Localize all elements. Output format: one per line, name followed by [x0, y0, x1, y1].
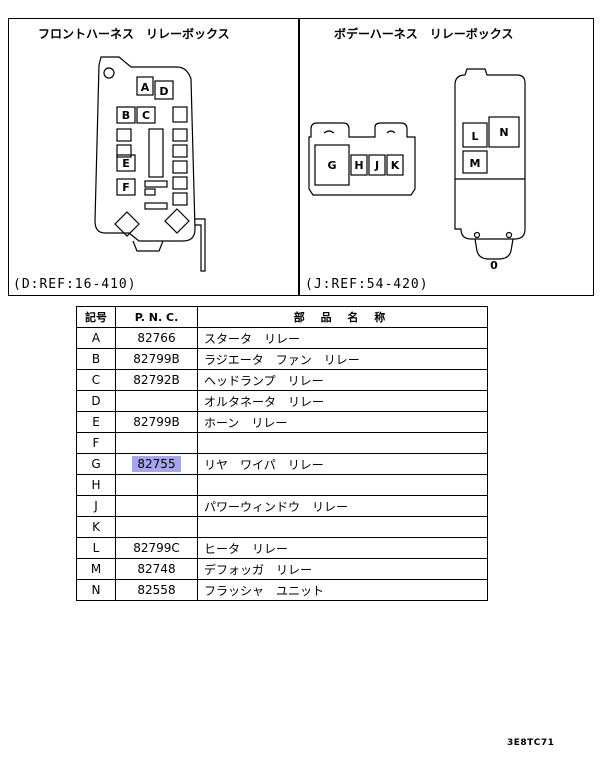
table-header-row: 記号 P. N. C. 部 品 名 称 — [76, 306, 488, 328]
table-row[interactable]: F — [76, 432, 488, 454]
row-symbol: B — [76, 348, 116, 370]
row-symbol: K — [76, 516, 116, 538]
row-pnc-cell: 82799B — [115, 411, 198, 433]
table-row[interactable]: C 82792B ヘッドランプ リレー — [76, 369, 488, 391]
relay-label-b: B — [122, 109, 130, 122]
relay-label-d: D — [159, 85, 168, 98]
row-pnc[interactable]: 82799C — [133, 541, 180, 555]
row-part-name — [197, 516, 488, 538]
row-part-name: オルタネータ リレー — [197, 390, 488, 412]
row-symbol: D — [76, 390, 116, 412]
row-symbol: N — [76, 579, 116, 601]
left-panel-title: フロントハーネス リレーボックス — [38, 27, 230, 41]
row-pnc-cell: 82755 — [115, 453, 198, 475]
relay-label-j: J — [374, 159, 379, 172]
row-part-name: パワーウィンドウ リレー — [197, 495, 488, 517]
row-pnc[interactable]: 82799B — [133, 415, 180, 429]
relay-label-f: F — [122, 181, 130, 194]
row-part-name: ホーン リレー — [197, 411, 488, 433]
relay-label-g: G — [327, 159, 336, 172]
row-symbol: E — [76, 411, 116, 433]
row-pnc-cell — [115, 495, 198, 517]
relay-label-l: L — [471, 130, 478, 143]
relay-label-c: C — [142, 109, 150, 122]
row-pnc-cell: 82748 — [115, 558, 198, 580]
row-symbol: A — [76, 327, 116, 349]
row-symbol: L — [76, 537, 116, 559]
relay-label-m: M — [470, 157, 481, 170]
table-row[interactable]: K — [76, 516, 488, 538]
relay-box-diagram-frame: フロントハーネス リレーボックス ボデーハーネス リレーボックス (D:REF:… — [8, 18, 594, 296]
row-pnc-cell — [115, 474, 198, 496]
right-panel-title: ボデーハーネス リレーボックス — [334, 27, 514, 41]
row-pnc[interactable]: 82755 — [132, 456, 181, 472]
table-row[interactable]: N 82558 フラッシャ ユニット — [76, 579, 488, 601]
row-pnc[interactable]: 82799B — [133, 352, 180, 366]
parts-table: 記号 P. N. C. 部 品 名 称 A 82766 スタータ リレー B 82799… — [76, 306, 488, 601]
relay-label-h: H — [354, 159, 363, 172]
row-pnc[interactable]: 82558 — [137, 583, 176, 597]
row-pnc[interactable]: 82766 — [137, 331, 176, 345]
row-pnc-cell — [115, 390, 198, 412]
row-pnc[interactable]: 82748 — [137, 562, 176, 576]
front-relay-box-outline — [94, 56, 196, 242]
row-pnc-cell — [115, 516, 198, 538]
header-pnc: P. N. C. — [115, 306, 198, 328]
table-row[interactable]: B 82799B ラジエータ ファン リレー — [76, 348, 488, 370]
row-part-name — [197, 432, 488, 454]
row-symbol: J — [76, 495, 116, 517]
table-row[interactable]: D オルタネータ リレー — [76, 390, 488, 412]
row-part-name: デフォッガ リレー — [197, 558, 488, 580]
row-part-name — [197, 474, 488, 496]
unit-mark: 0 — [490, 259, 498, 272]
row-pnc[interactable]: 82792B — [133, 373, 180, 387]
left-panel-ref: (D:REF:16-410) — [13, 277, 137, 292]
table-row[interactable]: H — [76, 474, 488, 496]
body-relay-box-outline — [308, 122, 416, 196]
row-symbol: C — [76, 369, 116, 391]
row-part-name: ヒータ リレー — [197, 537, 488, 559]
relay-label-k: K — [391, 159, 400, 172]
row-part-name: スタータ リレー — [197, 327, 488, 349]
row-pnc-cell: 82558 — [115, 579, 198, 601]
row-symbol: G — [76, 453, 116, 475]
panel-divider — [298, 19, 300, 295]
table-row[interactable]: A 82766 スタータ リレー — [76, 327, 488, 349]
relay-box-drawings: A D B C E F G H J K L N M 0 — [94, 56, 526, 272]
right-relay-unit-outline — [454, 68, 526, 240]
parts-table-body: A 82766 スタータ リレー B 82799B ラジエータ ファン リレー C 82792… — [76, 327, 488, 601]
row-part-name: フラッシャ ユニット — [197, 579, 488, 601]
row-part-name: ラジエータ ファン リレー — [197, 348, 488, 370]
header-part-name: 部 品 名 称 — [197, 306, 488, 328]
table-row[interactable]: E 82799B ホーン リレー — [76, 411, 488, 433]
row-symbol: M — [76, 558, 116, 580]
table-row[interactable]: M 82748 デフォッガ リレー — [76, 558, 488, 580]
table-row[interactable]: L 82799C ヒータ リレー — [76, 537, 488, 559]
row-pnc-cell — [115, 432, 198, 454]
table-row[interactable]: J パワーウィンドウ リレー — [76, 495, 488, 517]
diagram-code: 3E8TC71 — [507, 738, 555, 748]
row-part-name: ヘッドランプ リレー — [197, 369, 488, 391]
relay-label-e: E — [122, 157, 130, 170]
relay-label-n: N — [499, 126, 508, 139]
row-pnc-cell: 82799B — [115, 348, 198, 370]
row-symbol: H — [76, 474, 116, 496]
row-pnc-cell: 82766 — [115, 327, 198, 349]
relay-label-a: A — [141, 81, 150, 94]
row-pnc-cell: 82792B — [115, 369, 198, 391]
row-part-name: リヤ ワイパ リレー — [197, 453, 488, 475]
row-symbol: F — [76, 432, 116, 454]
right-panel-ref: (J:REF:54-420) — [305, 277, 429, 292]
header-symbol: 記号 — [76, 306, 116, 328]
table-row[interactable]: G 82755 リヤ ワイパ リレー — [76, 453, 488, 475]
row-pnc-cell: 82799C — [115, 537, 198, 559]
